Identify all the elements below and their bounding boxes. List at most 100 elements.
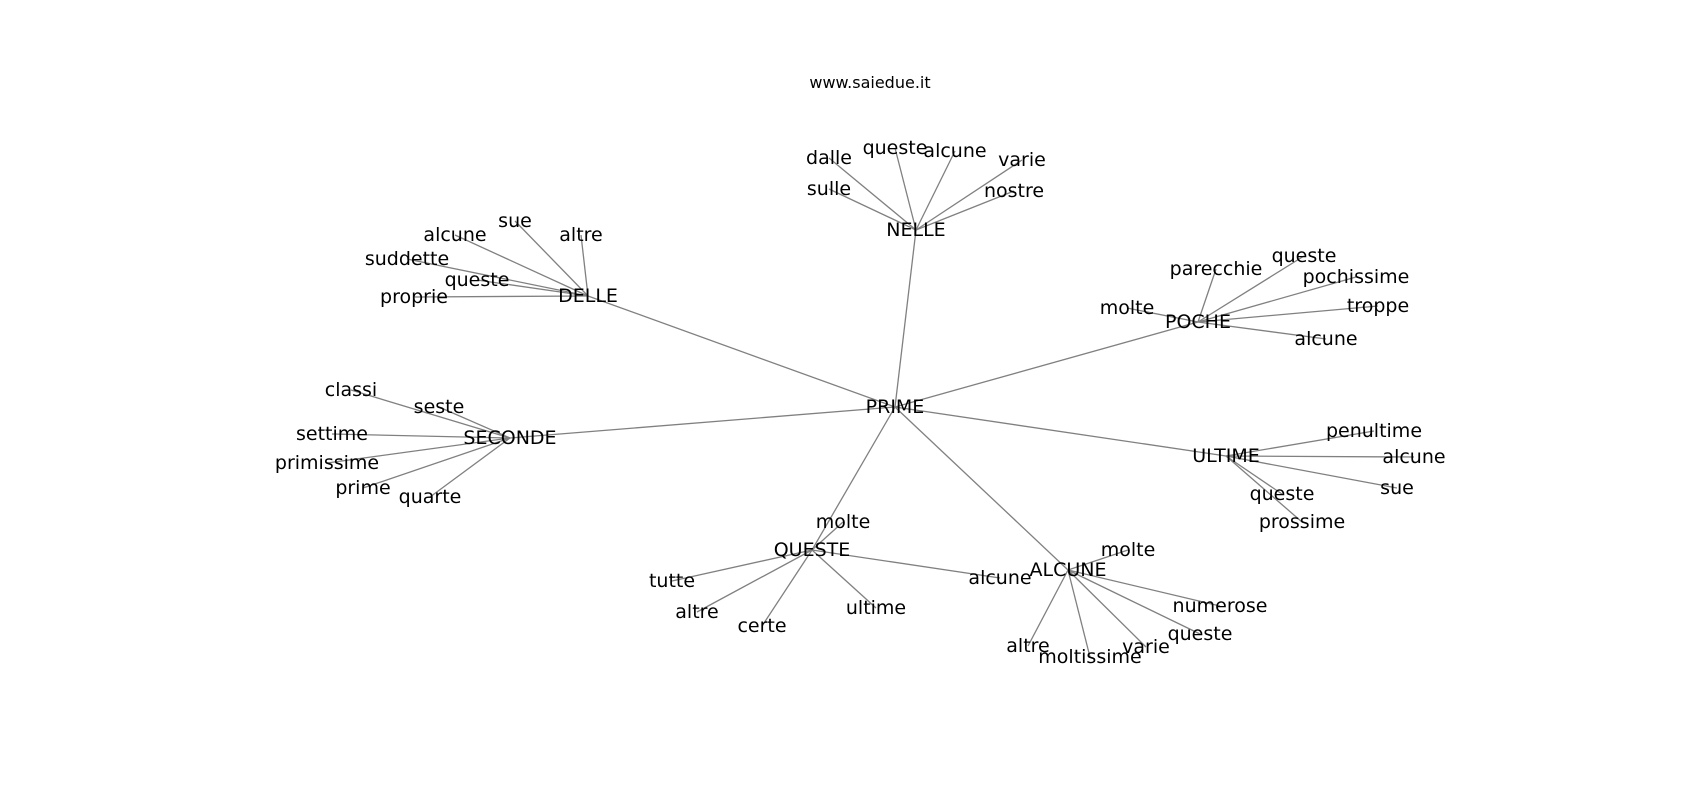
leaf-node-queste: certe	[737, 615, 786, 637]
hub-node-queste: QUESTE	[774, 539, 851, 561]
edge-alcune-leaf	[1067, 569, 1091, 658]
edge-alcune-leaf	[1067, 569, 1201, 635]
root-node-label: PRIME	[866, 396, 925, 418]
edge-root-seconde	[509, 406, 896, 439]
edge-nelle-leaf	[915, 150, 956, 231]
hub-node-alcune: ALCUNE	[1030, 559, 1107, 581]
leaf-node-nelle: queste	[863, 137, 928, 159]
edge-delle-leaf	[413, 295, 589, 298]
edge-delle-leaf	[454, 234, 589, 297]
edge-alcune-leaf	[1027, 569, 1069, 647]
edge-seconde-leaf	[362, 437, 511, 489]
leaf-node-poche: pochissime	[1303, 266, 1410, 288]
leaf-node-alcune: numerose	[1173, 595, 1268, 617]
hub-node-poche: POCHE	[1165, 311, 1231, 333]
edge-queste-leaf	[811, 549, 1001, 579]
leaf-node-ultime: prossime	[1259, 511, 1345, 533]
hub-node-seconde: SECONDE	[463, 427, 556, 449]
edge-seconde-leaf	[429, 437, 511, 498]
edge-root-delle	[587, 295, 896, 408]
leaf-node-ultime: penultime	[1326, 420, 1422, 442]
leaf-node-nelle: alcune	[923, 140, 986, 162]
edge-poche-leaf	[1126, 307, 1199, 323]
leaf-node-nelle: varie	[998, 149, 1046, 171]
edge-ultime-leaf	[1225, 430, 1375, 457]
hub-node-delle: DELLE	[558, 285, 618, 307]
leaf-node-alcune: altre	[1006, 635, 1049, 657]
edge-ultime-leaf	[1225, 455, 1283, 495]
watermark-text: www.saiedue.it	[809, 73, 930, 92]
leaf-node-delle: suddette	[365, 248, 449, 270]
leaf-node-alcune: moltissime	[1038, 646, 1141, 668]
leaf-node-alcune: varie	[1122, 636, 1170, 658]
leaf-node-alcune: molte	[1101, 539, 1156, 561]
edge-ultime-leaf	[1225, 455, 1303, 523]
edge-root-nelle	[894, 229, 917, 408]
edge-alcune-leaf	[1067, 569, 1221, 607]
leaf-node-delle: sue	[498, 210, 532, 232]
leaf-node-poche: alcune	[1294, 328, 1357, 350]
leaf-node-seconde: quarte	[399, 486, 462, 508]
leaf-node-delle: altre	[559, 224, 602, 246]
edge-alcune-leaf	[1067, 569, 1147, 648]
leaf-node-poche: queste	[1272, 245, 1337, 267]
edge-delle-leaf	[476, 279, 589, 297]
leaf-node-nelle: nostre	[984, 180, 1044, 202]
leaf-node-delle: queste	[445, 269, 510, 291]
hub-node-ultime: ULTIME	[1192, 445, 1259, 467]
edge-ultime-leaf	[1225, 455, 1398, 489]
edge-delle-leaf	[514, 220, 589, 297]
leaf-node-seconde: primissime	[275, 452, 379, 474]
edge-root-ultime	[894, 406, 1227, 457]
leaf-node-ultime: queste	[1250, 483, 1315, 505]
edge-root-queste	[811, 406, 896, 551]
edge-alcune-leaf	[1067, 549, 1129, 571]
edge-seconde-leaf	[331, 433, 511, 439]
edge-nelle-leaf	[915, 190, 1015, 231]
edge-root-poche	[894, 321, 1199, 408]
edge-poche-leaf	[1197, 305, 1379, 323]
edge-seconde-leaf	[350, 389, 511, 439]
edge-seconde-leaf	[326, 437, 511, 464]
leaf-node-alcune: queste	[1168, 623, 1233, 645]
leaf-node-poche: parecchie	[1170, 258, 1263, 280]
edge-nelle-leaf	[828, 157, 917, 231]
edge-nelle-leaf	[915, 159, 1023, 231]
edge-root-alcune	[894, 406, 1069, 571]
leaf-node-seconde: classi	[325, 379, 377, 401]
edge-queste-leaf	[811, 549, 877, 609]
leaf-node-queste: tutte	[649, 570, 695, 592]
leaf-node-nelle: dalle	[806, 147, 852, 169]
leaf-node-queste: molte	[816, 511, 871, 533]
edge-poche-leaf	[1197, 321, 1327, 340]
leaf-node-poche: molte	[1100, 297, 1155, 319]
leaf-node-seconde: seste	[414, 396, 465, 418]
leaf-node-ultime: alcune	[1382, 446, 1445, 468]
edge-nelle-leaf	[894, 147, 917, 231]
leaf-node-queste: altre	[675, 601, 718, 623]
leaf-node-queste: ultime	[846, 597, 906, 619]
leaf-node-seconde: prime	[335, 477, 390, 499]
edge-ultime-leaf	[1225, 455, 1415, 458]
leaf-node-poche: troppe	[1347, 295, 1409, 317]
edge-delle-leaf	[406, 258, 589, 297]
edge-queste-leaf	[671, 549, 813, 582]
hub-node-nelle: NELLE	[886, 219, 945, 241]
leaf-node-queste: alcune	[968, 567, 1031, 589]
leaf-node-ultime: sue	[1380, 477, 1414, 499]
edge-delle-leaf	[580, 234, 589, 297]
edge-poche-leaf	[1197, 268, 1217, 323]
leaf-node-seconde: settime	[296, 423, 368, 445]
edge-queste-leaf	[696, 549, 813, 613]
edge-poche-leaf	[1197, 255, 1305, 323]
edges-layer	[326, 147, 1415, 658]
edge-poche-leaf	[1197, 276, 1357, 323]
edge-queste-leaf	[761, 549, 813, 627]
edge-queste-leaf	[811, 521, 844, 551]
edge-nelle-leaf	[828, 188, 917, 231]
leaf-node-nelle: sulle	[807, 178, 851, 200]
leaf-node-delle: alcune	[423, 224, 486, 246]
edge-seconde-leaf	[438, 406, 511, 439]
